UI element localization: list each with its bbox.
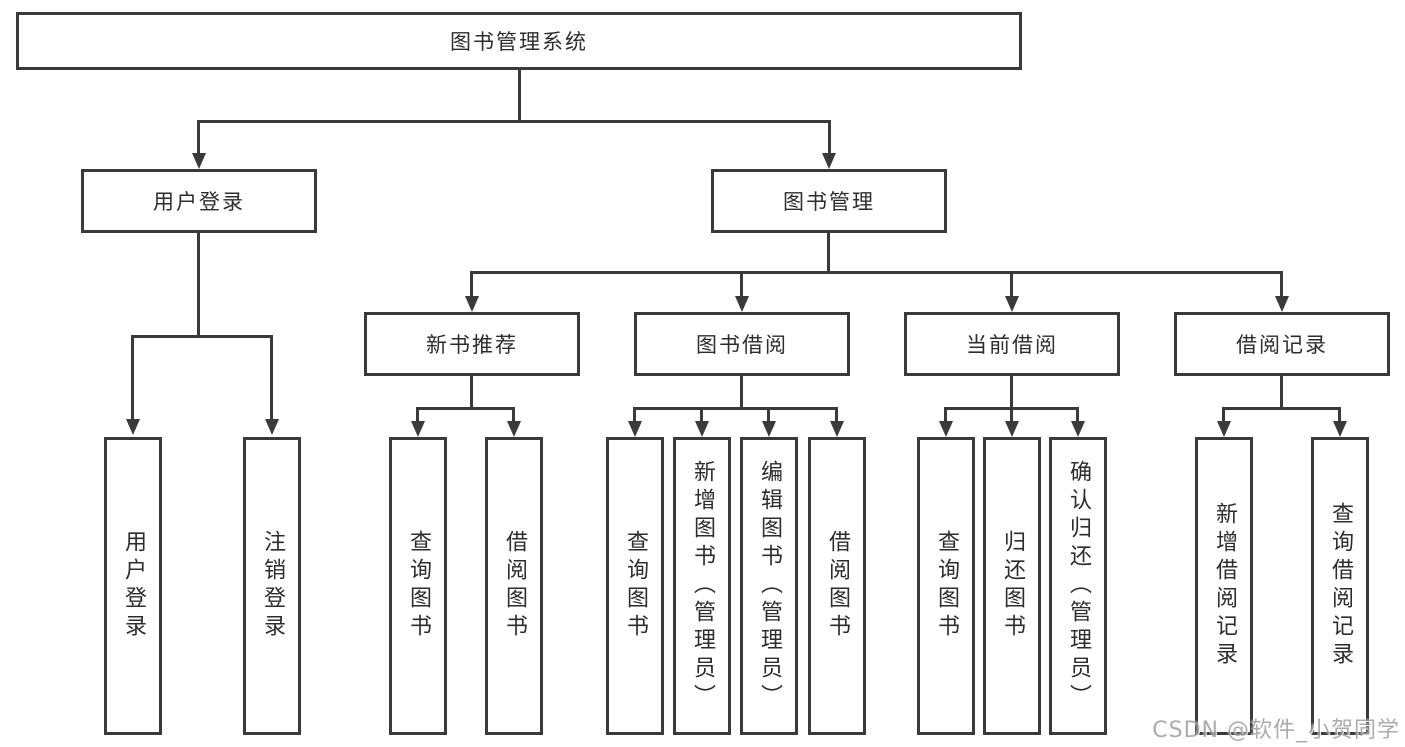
- leaf-user-login: 用户登录: [104, 437, 162, 735]
- connector-cb-leaf1: [944, 407, 947, 421]
- connector-cb-leaf2: [1010, 407, 1013, 421]
- connector-to-user-login-leaf: [131, 335, 134, 419]
- leaf-logout: 注销登录: [243, 437, 301, 735]
- connector-rec-leaf2: [512, 407, 515, 421]
- node-book-borrow: 图书借阅: [634, 312, 850, 376]
- leaf-rec-query-book: 查询图书: [389, 437, 447, 735]
- arrowhead-logout-leaf: [265, 419, 279, 435]
- node-root: 图书管理系统: [16, 12, 1022, 70]
- leaf-rec-borrow-book: 借阅图书: [485, 437, 543, 735]
- connector-root-spread: [197, 120, 831, 123]
- connector-book-mgmt-stem: [827, 233, 830, 271]
- csdn-watermark: CSDN @软件_小贺同学: [1152, 718, 1400, 743]
- arrowhead-br-leaf2: [1333, 421, 1347, 437]
- leaf-cb-return-book: 归还图书: [983, 437, 1041, 735]
- arrowhead-current-borrow: [1005, 296, 1019, 312]
- connector-cb-stem: [1010, 376, 1013, 407]
- connector-to-book-borrow: [740, 271, 743, 296]
- leaf-bb-edit-book-admin: 编辑图书（管理员）: [740, 437, 798, 735]
- connector-bb-spread: [633, 407, 838, 410]
- node-book-management: 图书管理: [711, 169, 947, 233]
- arrowhead-cb-leaf2: [1005, 421, 1019, 437]
- leaf-br-query-record: 查询借阅记录: [1311, 437, 1369, 735]
- arrowhead-bb-leaf3: [762, 421, 776, 437]
- connector-user-login-stem: [197, 233, 200, 335]
- node-borrow-records: 借阅记录: [1174, 312, 1390, 376]
- connector-to-book-mgmt: [828, 120, 831, 153]
- arrowhead-borrow-records: [1275, 296, 1289, 312]
- connector-rec-leaf1: [416, 407, 419, 421]
- connector-br-stem: [1280, 376, 1283, 407]
- connector-book-mgmt-spread: [470, 271, 1283, 274]
- connector-bb-stem: [740, 376, 743, 407]
- leaf-bb-query-book: 查询图书: [606, 437, 664, 735]
- connector-rec-stem: [470, 376, 473, 407]
- arrowhead-book-borrow: [735, 296, 749, 312]
- connector-to-borrow-records: [1280, 271, 1283, 296]
- connector-bb-leaf1: [633, 407, 636, 421]
- connector-br-spread: [1222, 407, 1341, 410]
- arrowhead-book-mgmt: [822, 153, 836, 169]
- connector-to-user-login: [197, 120, 200, 153]
- arrowhead-cb-leaf1: [939, 421, 953, 437]
- arrowhead-rec-leaf1: [411, 421, 425, 437]
- connector-to-current-borrow: [1010, 271, 1013, 296]
- leaf-bb-borrow-book: 借阅图书: [808, 437, 866, 735]
- connector-br-leaf1: [1222, 407, 1225, 421]
- arrowhead-new-book-rec: [465, 296, 479, 312]
- leaf-br-add-record: 新增借阅记录: [1195, 437, 1253, 735]
- leaf-cb-query-book: 查询图书: [917, 437, 975, 735]
- node-new-book-recommend: 新书推荐: [364, 312, 580, 376]
- connector-root-stem: [518, 70, 521, 120]
- arrowhead-bb-leaf2: [695, 421, 709, 437]
- node-user-login: 用户登录: [81, 169, 317, 233]
- arrowhead-user-login-leaf: [126, 419, 140, 435]
- arrowhead-bb-leaf4: [830, 421, 844, 437]
- arrowhead-br-leaf1: [1217, 421, 1231, 437]
- connector-to-logout-leaf: [270, 335, 273, 419]
- connector-bb-leaf4: [835, 407, 838, 421]
- connector-rec-spread: [416, 407, 515, 410]
- leaf-cb-confirm-return-admin: 确认归还（管理员）: [1049, 437, 1107, 735]
- arrowhead-rec-leaf2: [507, 421, 521, 437]
- arrowhead-bb-leaf1: [628, 421, 642, 437]
- arrowhead-user-login: [192, 153, 206, 169]
- arrowhead-cb-leaf3: [1071, 421, 1085, 437]
- connector-to-new-book-rec: [470, 271, 473, 296]
- connector-bb-leaf2: [700, 407, 703, 421]
- node-current-borrow: 当前借阅: [904, 312, 1120, 376]
- leaf-bb-add-book-admin: 新增图书（管理员）: [673, 437, 731, 735]
- connector-cb-leaf3: [1076, 407, 1079, 421]
- connector-bb-leaf3: [767, 407, 770, 421]
- connector-user-login-spread: [131, 335, 273, 338]
- connector-br-leaf2: [1338, 407, 1341, 421]
